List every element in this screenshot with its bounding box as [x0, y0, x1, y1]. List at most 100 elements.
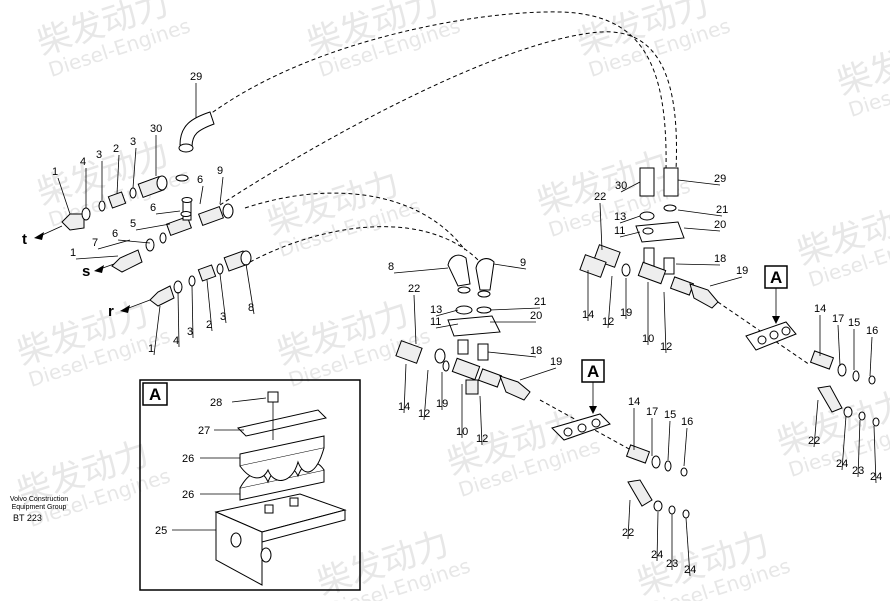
callout-3: 3 [187, 326, 193, 338]
callout-6: 6 [150, 202, 156, 214]
callout-13: 13 [614, 211, 626, 223]
callout-leader-line [393, 267, 449, 274]
callout-leader-line [75, 255, 119, 260]
callout-23: 23 [666, 558, 678, 570]
line-marker-s: s [82, 263, 90, 280]
callout-leader-line [493, 263, 527, 270]
callout-leader-line [677, 179, 721, 186]
callout-4: 4 [173, 335, 179, 347]
callout-leader-line [619, 215, 641, 224]
callout-leader-line [219, 176, 224, 205]
credit-line-1: Volvo Construction [9, 496, 69, 503]
detail-box-title: A [149, 385, 161, 404]
callout-22: 22 [594, 191, 606, 203]
callout-leader-line [873, 425, 877, 484]
section-markers: A A [581, 265, 788, 414]
callout-24: 24 [836, 458, 848, 470]
line-s-fittings [111, 249, 143, 273]
callout-20: 20 [530, 310, 542, 322]
line-t-fittings [61, 175, 168, 231]
callout-9: 9 [520, 257, 526, 269]
callout-14: 14 [582, 309, 594, 321]
callout-9: 9 [217, 165, 223, 177]
callout-11: 11 [430, 316, 441, 328]
callout-leader-line [685, 517, 691, 577]
callout-22: 22 [408, 283, 420, 295]
callout-leader-line [487, 351, 537, 358]
callout-leader-line [663, 291, 667, 354]
callout-14: 14 [398, 401, 410, 413]
callout-21: 21 [716, 204, 728, 216]
callout-30: 30 [150, 123, 162, 135]
callout-18: 18 [530, 345, 542, 357]
callout-15: 15 [664, 409, 676, 421]
callout-20: 20 [714, 219, 726, 231]
callout-17: 17 [832, 313, 844, 325]
callout-14: 14 [628, 396, 640, 408]
callout-22: 22 [808, 435, 820, 447]
callout-8: 8 [248, 302, 254, 314]
callout-leader-line [667, 420, 671, 461]
callout-leader-line [489, 307, 541, 311]
callout-24: 24 [651, 549, 663, 561]
callout-22: 22 [622, 527, 634, 539]
callout-25: 25 [155, 525, 167, 537]
callout-2: 2 [113, 143, 119, 155]
callout-1: 1 [148, 343, 154, 355]
callout-leader-line [620, 181, 641, 193]
callout-17: 17 [646, 406, 658, 418]
callout-leader-line [177, 291, 180, 348]
credit-line-2: Equipment Group [11, 504, 67, 511]
callout-leader-line [869, 336, 873, 377]
callout-23: 23 [852, 465, 864, 477]
callout-leader-line [683, 227, 721, 232]
callout-16: 16 [681, 416, 693, 428]
detail-box-a: A 28 27 26 26 25 [139, 379, 361, 591]
callout-leader-line [423, 369, 429, 421]
callout-leader-line [709, 276, 743, 287]
callout-26-upper: 26 [182, 453, 194, 465]
callout-leader-line [153, 305, 161, 356]
callout-27: 27 [198, 425, 210, 437]
callout-leader-line [837, 324, 841, 367]
callout-leader-line [619, 231, 641, 238]
callout-leader-line [245, 263, 255, 315]
callout-leader-line [116, 154, 120, 195]
callout-leader-line [97, 239, 131, 250]
callout-29: 29 [190, 71, 202, 83]
callout-leader-line [683, 427, 688, 467]
callout-leader-line [117, 239, 151, 244]
callout-8: 8 [388, 261, 394, 273]
callout-15: 15 [848, 317, 860, 329]
callout-7: 7 [92, 237, 98, 249]
line-r-fittings [149, 250, 252, 307]
callout-21: 21 [534, 296, 546, 308]
callout-leader-line [813, 399, 819, 448]
callout-leader-line [219, 273, 227, 324]
callout-18: 18 [714, 253, 726, 265]
center-assembly [395, 254, 690, 519]
callout-leader-line [675, 263, 721, 266]
callout-leader-line [857, 419, 861, 478]
line-markers: t s r [22, 225, 151, 320]
callout-leader-line [841, 415, 847, 471]
callout-11: 11 [614, 225, 625, 237]
callout-leader-line [57, 177, 71, 215]
callout-12: 12 [660, 341, 672, 353]
callout-3: 3 [96, 149, 102, 161]
callout-19: 19 [550, 356, 562, 368]
section-marker-a-right: A [770, 268, 782, 287]
callout-12: 12 [476, 433, 488, 445]
callout-leader-line [435, 323, 459, 329]
line-marker-t: t [22, 231, 27, 248]
callout-leader-line [135, 223, 171, 231]
callout-14: 14 [814, 303, 826, 315]
